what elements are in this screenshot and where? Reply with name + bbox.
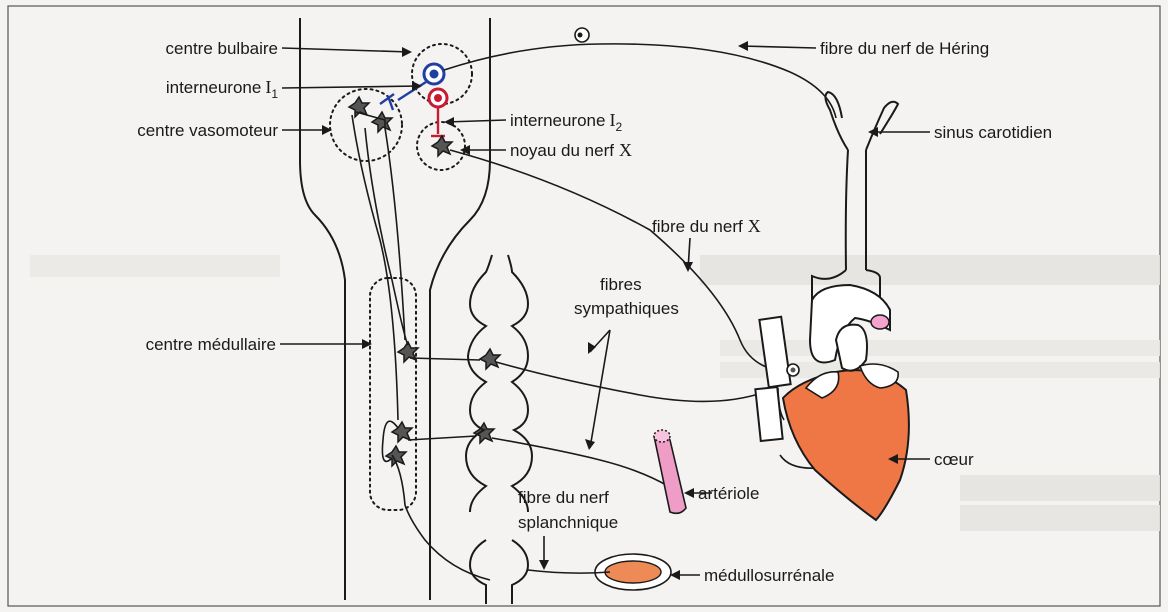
- noyau-x-neuron: [432, 136, 452, 156]
- sympathetic-fibres: [408, 358, 770, 486]
- pulmonary-trunk: [836, 325, 867, 371]
- label-centre-bulbaire: centre bulbaire: [166, 39, 278, 58]
- cord-left-edge: [300, 18, 345, 600]
- vasomoteur-neuron-2: [372, 112, 392, 132]
- label-fibre-hering: fibre du nerf de Héring: [820, 39, 989, 58]
- hering-ganglion-nucleus: [578, 33, 583, 38]
- sinus-node-core: [791, 368, 796, 373]
- label-fibre-splanchnique-1: fibre du nerf: [518, 488, 609, 507]
- arteriole: [654, 430, 686, 513]
- centre-medullaire-region: [370, 278, 416, 510]
- label-medullosurrenale: médullosurrénale: [704, 566, 834, 585]
- sympathetic-chain: [466, 255, 532, 604]
- centre-vasomoteur-region: [330, 89, 402, 161]
- vena-cava-inferior: [755, 387, 782, 441]
- ganglion-neuron-1: [480, 349, 500, 369]
- fibre-hering-path: [444, 44, 836, 118]
- label-fibres-sympathiques-2: sympathiques: [574, 299, 679, 318]
- label-coeur: cœur: [934, 450, 974, 469]
- label-sinus-carotidien: sinus carotidien: [934, 123, 1052, 142]
- vessel-opening: [871, 315, 889, 329]
- label-fibres-sympathiques-1: fibres: [600, 275, 642, 294]
- label-fibre-splanchnique-2: splanchnique: [518, 513, 618, 532]
- heart-ventricles: [783, 370, 909, 520]
- label-centre-medullaire: centre médullaire: [146, 335, 276, 354]
- label-arteriole: artériole: [698, 484, 759, 503]
- heart: [755, 285, 909, 520]
- interneurone-i2-neuron: [429, 89, 447, 136]
- label-centre-vasomoteur: centre vasomoteur: [137, 121, 278, 140]
